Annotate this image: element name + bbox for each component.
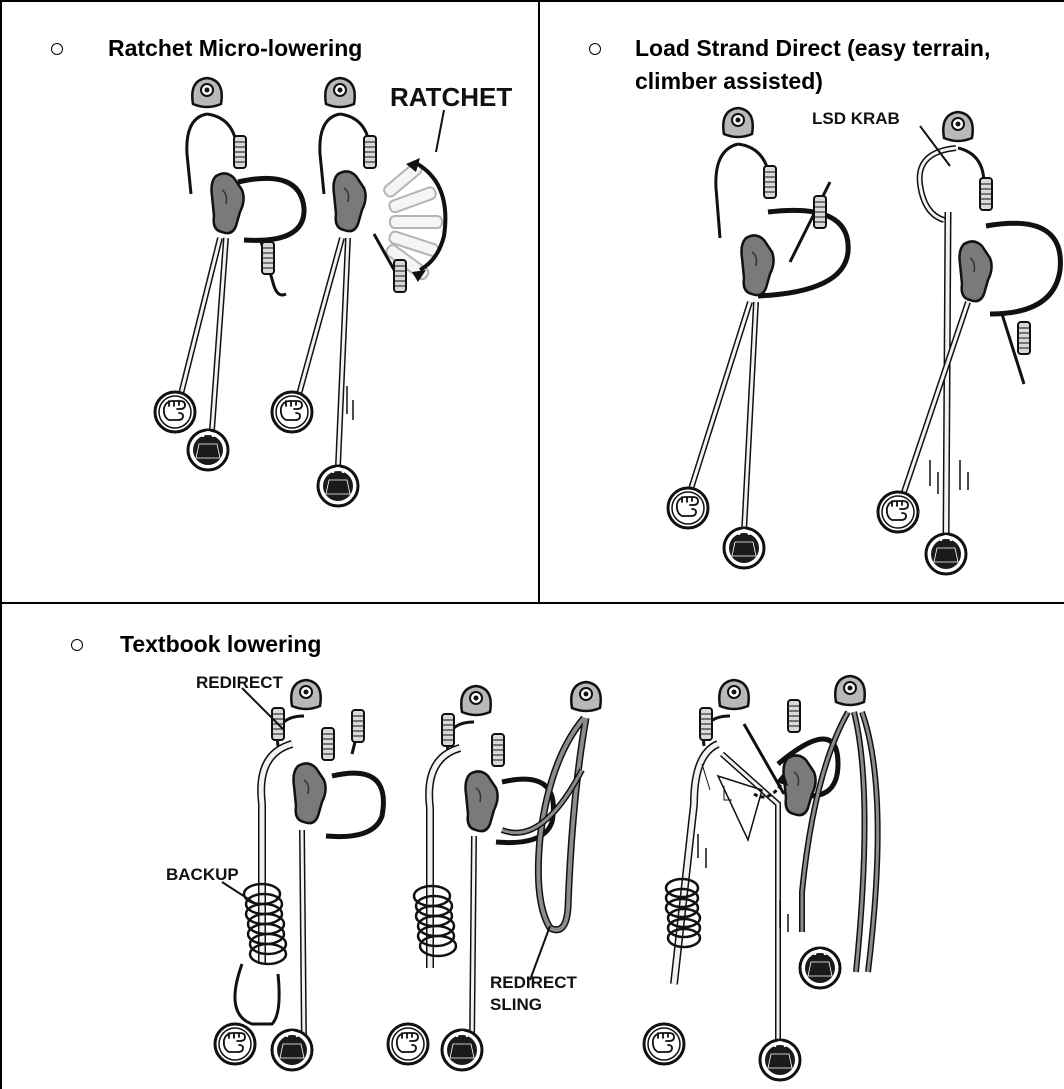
fist-icon <box>878 492 918 532</box>
fist-icon <box>215 1024 255 1064</box>
weight-icon <box>760 1040 800 1080</box>
bolt-hanger-icon <box>943 112 972 141</box>
weight-icon <box>318 466 358 506</box>
weight-icon <box>188 430 228 470</box>
carabiner-icon <box>352 710 364 742</box>
callout-redirect: REDIRECT <box>196 673 284 692</box>
fist-icon <box>668 488 708 528</box>
weight-icon <box>926 534 966 574</box>
carabiner-icon <box>764 166 776 198</box>
carabiner-icon <box>1018 322 1030 354</box>
carabiner-icon <box>234 136 246 168</box>
belay-device-icon <box>294 763 326 823</box>
callout-backup: BACKUP <box>166 865 239 884</box>
weight-icon <box>724 528 764 568</box>
carabiner-icon <box>442 714 454 746</box>
weight-icon <box>272 1030 312 1070</box>
panel-textbook: Textbook lowering <box>0 602 1064 1089</box>
fist-icon <box>388 1024 428 1064</box>
callout-ratchet: RATCHET <box>390 82 512 112</box>
bolt-hanger-icon <box>461 686 490 715</box>
belay-device-icon <box>742 235 774 295</box>
carabiner-icon <box>364 136 376 168</box>
carabiner-icon <box>394 260 406 292</box>
belay-device-icon <box>784 755 816 815</box>
bolt-hanger-icon <box>719 680 748 709</box>
belay-device-icon <box>466 771 498 831</box>
setup-3 <box>644 676 878 1080</box>
bolt-hanger-icon <box>835 676 864 705</box>
callout-lsd-krab: LSD KRAB <box>812 109 900 128</box>
right-setup <box>272 78 445 506</box>
bolt-hanger-icon <box>291 680 320 709</box>
belay-device-icon <box>960 241 992 301</box>
carabiner-icon <box>700 708 712 740</box>
bolt-hanger-icon <box>192 78 221 107</box>
callout-redirect-sling-line2: SLING <box>490 995 542 1014</box>
carabiner-icon <box>492 734 504 766</box>
textbook-illustration: REDIRECT BACKUP REDIRECT SLING <box>2 604 1064 1089</box>
weight-icon <box>800 948 840 988</box>
left-setup <box>668 108 848 568</box>
bolt-hanger-icon <box>325 78 354 107</box>
fist-icon <box>155 392 195 432</box>
callout-redirect-sling-line1: REDIRECT <box>490 973 578 992</box>
bolt-hanger-icon <box>723 108 752 137</box>
ratchet-illustration: RATCHET <box>2 2 540 604</box>
lsd-illustration: LSD KRAB <box>540 2 1064 604</box>
carabiner-icon <box>262 242 274 274</box>
fist-icon <box>272 392 312 432</box>
carabiner-icon <box>788 700 800 732</box>
carabiner-icon <box>322 728 334 760</box>
belay-device-icon <box>334 171 366 231</box>
weight-icon <box>442 1030 482 1070</box>
panel-ratchet: Ratchet Micro-lowering <box>0 0 540 604</box>
bolt-hanger-icon <box>571 682 600 711</box>
fist-icon <box>644 1024 684 1064</box>
right-setup <box>878 112 1060 574</box>
carabiner-icon <box>980 178 992 210</box>
setup-1 <box>215 680 383 1070</box>
panel-lsd: Load Strand Direct (easy terrain, climbe… <box>538 0 1064 604</box>
carabiner-icon <box>814 196 826 228</box>
